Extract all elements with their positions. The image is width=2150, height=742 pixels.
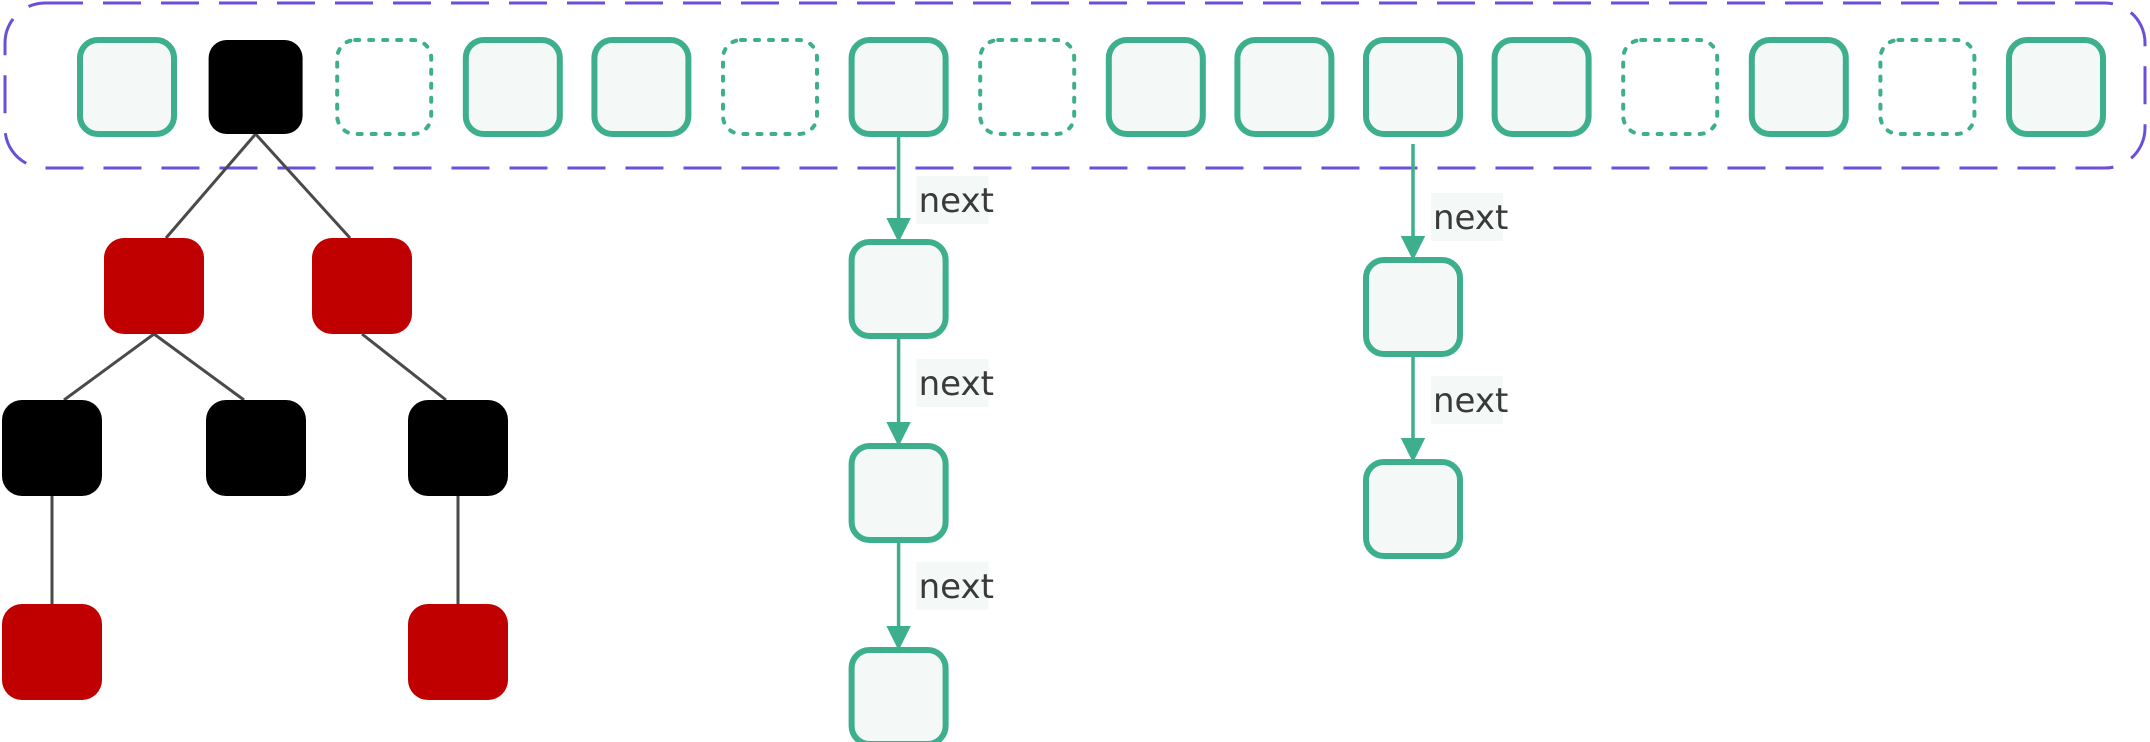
list-node	[1363, 459, 1463, 559]
edge-label-bg	[916, 562, 989, 610]
bucket-slot	[2006, 37, 2106, 137]
bucket-array-border	[3, 1, 2147, 170]
edge-label-bg	[916, 359, 989, 407]
bucket-slot	[848, 37, 949, 137]
list-node	[848, 443, 949, 543]
edge-label-next: next	[919, 181, 994, 221]
tree-node-black	[2, 400, 102, 496]
bucket-slot	[77, 37, 177, 137]
tree-edge	[361, 332, 447, 402]
bucket-slot-tree-root	[208, 40, 303, 134]
tree-node-black	[206, 400, 306, 496]
bucket-slot-empty	[1878, 38, 1977, 136]
tree-edge	[164, 133, 257, 239]
nodes	[2, 37, 2106, 742]
tree-node-black	[408, 400, 508, 496]
edge-label-next: next	[1433, 198, 1508, 238]
list-node	[848, 647, 949, 742]
list-node	[1363, 257, 1463, 357]
tree-edges	[50, 132, 460, 604]
tree-node-red	[312, 238, 412, 334]
bucket-slot	[1234, 37, 1335, 137]
list-node	[848, 239, 949, 339]
edge-label-next: next	[919, 364, 994, 404]
bucket-slot-empty	[978, 38, 1077, 136]
bucket-slot	[1491, 37, 1592, 137]
edge-labels: next next next next next	[916, 176, 1508, 610]
edge-label-bg	[916, 176, 989, 224]
edge-label-next: next	[919, 567, 994, 607]
linked-list-links	[886, 134, 1426, 651]
bucket-slot	[591, 37, 692, 137]
bucket-slot	[1363, 37, 1463, 137]
tree-edge	[254, 132, 352, 240]
bucket-slot-empty	[1621, 38, 1720, 136]
edge-label-bg	[1431, 376, 1503, 424]
tree-node-red	[2, 604, 102, 700]
bucket-slot-empty	[721, 38, 819, 136]
bucket-slot-empty	[335, 38, 434, 136]
bucket-slot	[1105, 37, 1206, 137]
tree-edge	[153, 332, 245, 402]
tree-node-red	[104, 238, 204, 334]
edge-label-bg	[1431, 193, 1503, 241]
bucket-slot	[462, 37, 563, 137]
bucket-slot	[1748, 37, 1849, 137]
tree-node-red	[408, 604, 508, 700]
tree-edge	[63, 332, 155, 402]
edge-label-next: next	[1433, 381, 1508, 421]
